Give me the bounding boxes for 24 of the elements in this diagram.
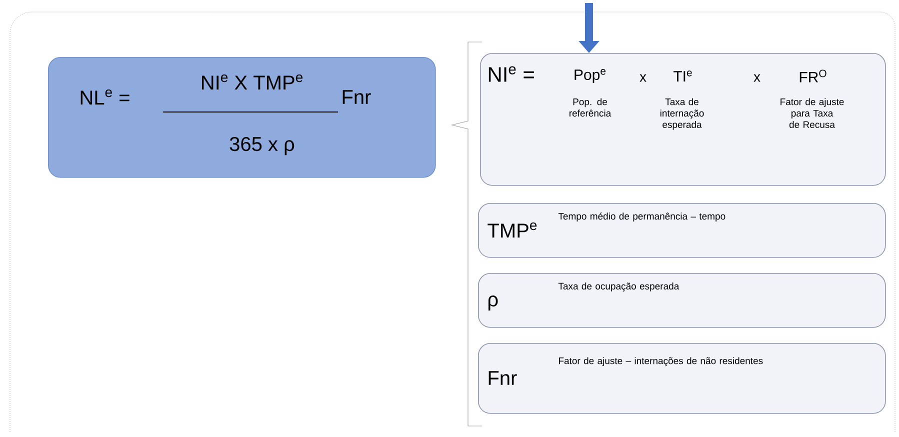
- description-text: Taxa de ocupação esperada: [558, 282, 680, 292]
- formula-box: [48, 57, 436, 178]
- operator-sign: x: [754, 74, 760, 82]
- formula-term: TI$^{e}$: [674, 70, 692, 82]
- formula-term: ρ: [488, 296, 498, 310]
- formula-term: NL$^{e}$ =: [80, 89, 130, 105]
- formula-term: NI$^{e}$ X TMP$^{e}$: [202, 74, 302, 90]
- formula-term: NI$^{e}$ =: [488, 66, 534, 82]
- formula-term: FR$^{O}$: [800, 70, 826, 82]
- description-text: Pop. de referência: [570, 98, 612, 117]
- description-text: Taxa de internação esperada: [660, 98, 704, 130]
- description-text: Fator de ajuste – internações de não residentes: [559, 357, 763, 366]
- description-text: Fator de ajuste para Taxa de Recusa: [780, 98, 844, 128]
- formula-term: Pop$^{e}$: [574, 69, 606, 83]
- description-text: Tempo médio de permanência – tempo: [558, 212, 726, 222]
- formula-term: Fnr: [342, 90, 371, 104]
- formula-term: 365 x ρ: [230, 136, 294, 156]
- definition-box: [478, 203, 886, 258]
- formula-term: Fnr: [488, 371, 517, 385]
- definition-box: [478, 343, 886, 414]
- definition-box: [480, 53, 886, 186]
- definition-box: [478, 273, 886, 328]
- formula-term: TMP$^{e}$: [488, 222, 537, 238]
- operator-sign: x: [640, 74, 646, 82]
